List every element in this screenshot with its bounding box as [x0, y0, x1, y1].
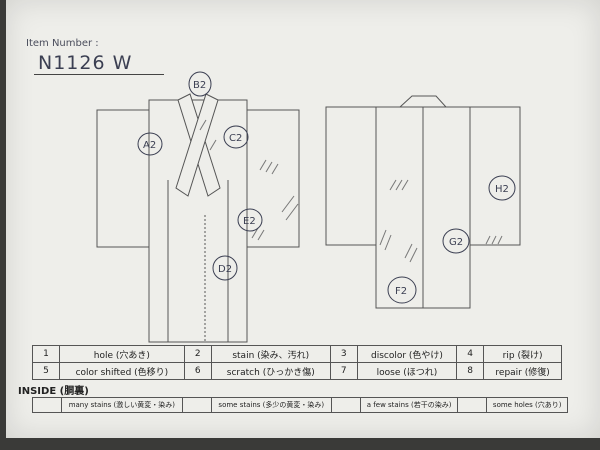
defect-number: 2: [183, 345, 212, 363]
defect-number: 7: [329, 362, 358, 380]
defect-number: 5: [32, 362, 60, 380]
back-view: [325, 95, 521, 309]
annotation-c2: C2: [229, 133, 242, 144]
annotation-e2: E2: [243, 216, 256, 227]
inside-label: some stains (多少の黄変・染み): [210, 397, 332, 413]
defect-label: color shifted (色移り): [59, 362, 185, 380]
annotation-g2: G2: [449, 237, 463, 248]
defect-label: scratch (ひっかき傷): [210, 362, 331, 380]
inside-label: many stains (激しい黄変・染み): [61, 397, 183, 413]
inside-row: many stains (激しい黄変・染み) some stains (多少の黄…: [32, 397, 568, 413]
annotation-b2: B2: [193, 80, 206, 91]
defect-row: 5 color shifted (色移り) 6 scratch (ひっかき傷) …: [32, 362, 562, 380]
defect-label: discolor (色やけ): [356, 345, 458, 363]
defect-number: 1: [32, 345, 60, 363]
inside-section-title: INSIDE (胴裏): [18, 386, 89, 397]
inside-checkbox: [457, 397, 488, 413]
front-left-sleeve: [96, 109, 150, 248]
item-number-label: Item Number :: [26, 38, 99, 49]
item-number-underline: [34, 74, 164, 75]
front-view: [96, 93, 300, 343]
defect-number: 4: [456, 345, 485, 363]
front-body: [148, 99, 248, 343]
inside-label: a few stains (若干の染み): [359, 397, 459, 413]
inside-label: some holes (穴あり): [486, 397, 568, 413]
stain-marks-back: [379, 179, 503, 263]
defect-label: stain (染み、汚れ): [210, 345, 331, 363]
inside-checkbox: [330, 397, 361, 413]
inside-condition-table: many stains (激しい黄変・染み) some stains (多少の黄…: [32, 397, 568, 413]
defect-number: 8: [456, 362, 485, 380]
defect-number: 6: [183, 362, 212, 380]
annotation-a2: A2: [143, 140, 156, 151]
defect-label: hole (穴あき): [59, 345, 185, 363]
inside-checkbox: [32, 397, 62, 413]
back-left-sleeve: [325, 106, 377, 246]
defect-legend-table: 1 hole (穴あき) 2 stain (染み、汚れ) 3 discolor …: [32, 345, 562, 380]
annotation-d2: D2: [218, 264, 232, 275]
stain-marks-front: [199, 119, 299, 241]
collar-left: [175, 93, 219, 197]
defect-label: repair (修復): [483, 362, 562, 380]
back-collar: [398, 95, 448, 108]
annotation-h2: H2: [495, 184, 509, 195]
defect-label: loose (ほつれ): [356, 362, 458, 380]
defect-label: rip (裂け): [483, 345, 562, 363]
annotation-circles: [137, 71, 516, 304]
defect-number: 3: [329, 345, 358, 363]
annotation-f2: F2: [395, 286, 407, 297]
back-right-sleeve: [469, 106, 521, 246]
defect-row: 1 hole (穴あき) 2 stain (染み、汚れ) 3 discolor …: [32, 345, 562, 363]
inside-checkbox: [181, 397, 212, 413]
item-number-value: N1126 W: [38, 52, 133, 74]
